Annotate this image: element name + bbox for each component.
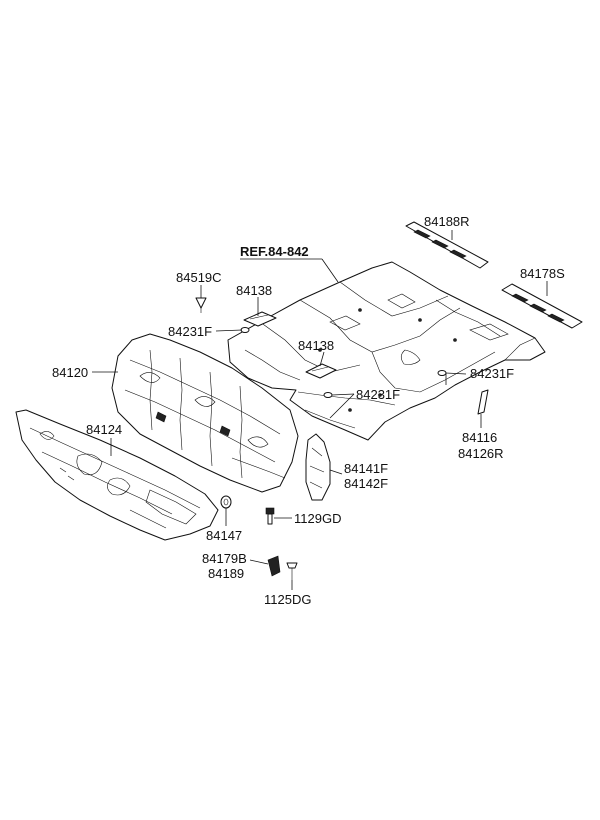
label-84126R: 84126R xyxy=(458,446,504,461)
pad-84138-upper xyxy=(243,311,277,327)
label-84231F-c: 84231F xyxy=(470,366,514,381)
label-84179B: 84179B xyxy=(202,551,247,566)
label-84138-lower: 84138 xyxy=(298,338,334,353)
label-84120: 84120 xyxy=(52,365,88,380)
bolt-1129GD xyxy=(265,507,275,525)
label-84189: 84189 xyxy=(208,566,244,581)
screw-1125DG xyxy=(286,562,298,580)
label-84188R: 84188R xyxy=(424,214,470,229)
pad-84138-lower xyxy=(305,363,337,379)
label-84178S: 84178S xyxy=(520,266,565,281)
grommet-84147 xyxy=(220,495,232,509)
label-84138-upper: 84138 xyxy=(236,283,272,298)
label-84147: 84147 xyxy=(206,528,242,543)
label-84519C: 84519C xyxy=(176,270,222,285)
label-1129GD: 1129GD xyxy=(294,511,341,526)
clip-84231F-b xyxy=(323,392,333,398)
floor-carpet xyxy=(227,261,546,441)
pad-84188R xyxy=(405,221,489,269)
label-1125DG: 1125DG xyxy=(264,592,311,607)
dash-insulator-84124 xyxy=(15,409,219,541)
pad-84178S xyxy=(501,283,583,329)
label-84141F: 84141F xyxy=(344,461,388,476)
label-84142F: 84142F xyxy=(344,476,388,491)
label-84116: 84116 xyxy=(462,430,497,445)
label-84124: 84124 xyxy=(86,422,122,437)
ref-label: REF.84-842 xyxy=(240,244,309,259)
clip-84231F-a xyxy=(240,327,250,333)
label-84231F-b: 84231F xyxy=(356,387,400,402)
leader-lines xyxy=(92,230,548,590)
bracket-84179B xyxy=(267,555,281,577)
callout-labels: REF.84-842 84188R 84178S 84519C 84138 84… xyxy=(52,214,565,607)
label-84231F-a: 84231F xyxy=(168,324,212,339)
clip-84519C xyxy=(195,297,207,313)
dash-pad-84120 xyxy=(111,333,299,493)
clip-84231F-c xyxy=(437,370,447,376)
panel-84116 xyxy=(477,389,489,415)
side-panel-84141F xyxy=(305,433,331,501)
